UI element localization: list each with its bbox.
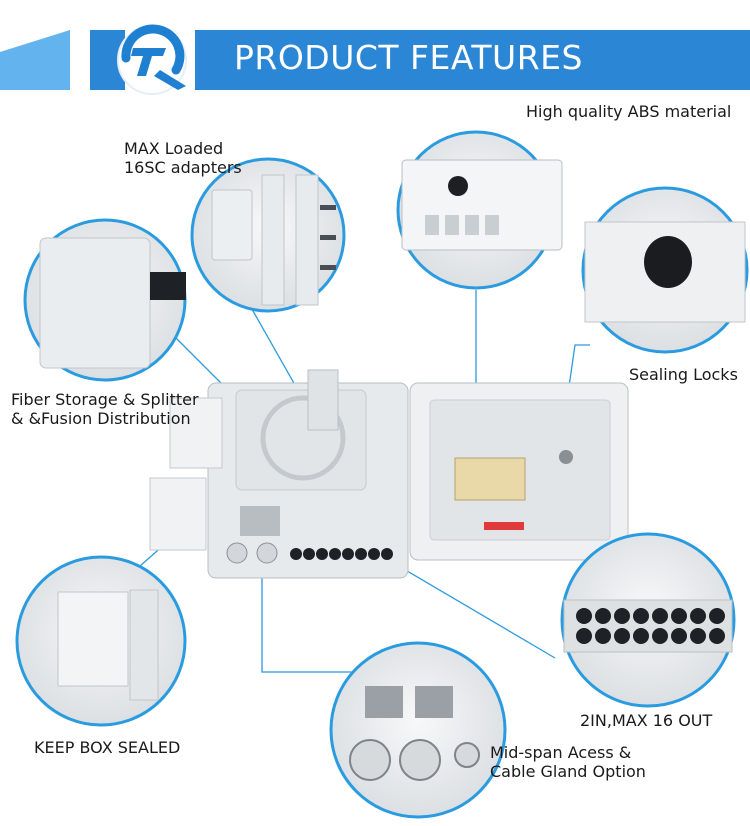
line-ports xyxy=(379,554,556,659)
label-fiber-line2: & &Fusion Distribution xyxy=(11,409,191,428)
label-fiber-line1: Fiber Storage & Splitter xyxy=(11,390,199,409)
label-midspan-line1: Mid-span Acess & xyxy=(490,743,632,762)
page-title: PRODUCT FEATURES xyxy=(234,38,583,77)
label-ports: 2IN,MAX 16 OUT xyxy=(580,711,713,730)
port-row xyxy=(290,548,393,560)
callout-details xyxy=(39,159,746,781)
label-abs-material: High quality ABS material xyxy=(526,102,732,121)
label-sealing-locks: Sealing Locks xyxy=(629,365,738,384)
line-midspan xyxy=(261,532,355,673)
banner-stripe-mid xyxy=(90,30,125,90)
distribution-box xyxy=(149,369,629,579)
label-adapters-line1: MAX Loaded xyxy=(124,139,224,158)
label-adapters-line2: 16SC adapters xyxy=(124,158,242,177)
banner-stripe-left xyxy=(0,30,70,90)
label-midspan-line2: Cable Gland Option xyxy=(490,762,646,781)
banner-bar xyxy=(195,30,750,90)
label-keep-sealed: KEEP BOX SEALED xyxy=(34,738,181,757)
callout-midspan xyxy=(329,641,507,819)
